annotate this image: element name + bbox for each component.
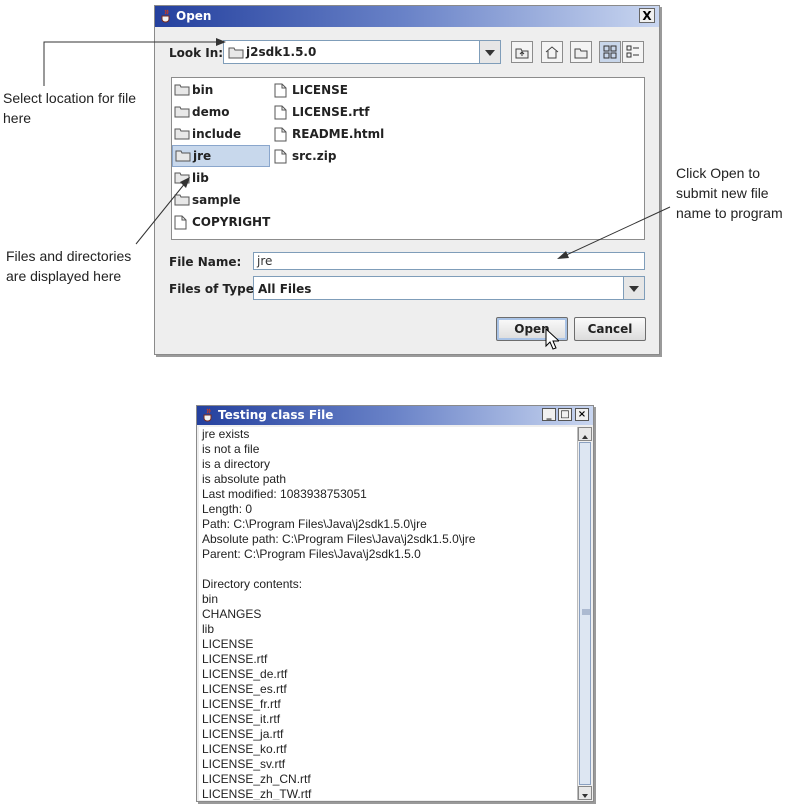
file-name-label: File Name: [169,255,242,269]
output-line: LICENSE.rtf [202,652,268,666]
file-list-item[interactable]: include [172,124,268,144]
minimize-button[interactable]: _ [542,408,556,421]
output-line: LICENSE_zh_TW.rtf [202,787,312,800]
output-line: is not a file [202,442,260,456]
list-view-button[interactable] [599,41,621,63]
output-line: Directory contents: [202,577,303,591]
scroll-down-button[interactable] [578,786,592,800]
file-list-item[interactable]: README.html [272,124,384,144]
output-line: is a directory [202,457,271,471]
look-in-label: Look In: [169,46,224,60]
file-list-item[interactable]: LICENSE [272,80,382,100]
output-line: LICENSE_fr.rtf [202,697,281,711]
output-text-area[interactable]: jre exists is not a file is a directory … [199,427,577,800]
open-dialog-title: Open [176,9,212,23]
file-list-item[interactable]: LICENSE.rtf [272,102,382,122]
output-line: LICENSE_ja.rtf [202,727,284,741]
output-line: LICENSE_ko.rtf [202,742,287,756]
close-button[interactable]: X [639,8,655,23]
chevron-down-icon [582,794,588,798]
output-line: bin [202,592,219,606]
file-icon [274,105,287,120]
file-icon [274,127,287,142]
up-one-level-icon [515,48,529,59]
testing-window-title: Testing class File [218,408,334,422]
new-folder-icon [574,48,588,59]
folder-icon [174,84,190,96]
chevron-up-icon [582,435,588,439]
java-cup-icon [203,408,212,422]
output-line: Path: C:\Program Files\Java\j2sdk1.5.0\j… [202,517,427,531]
list-view-icon [603,45,617,59]
cancel-button[interactable]: Cancel [574,317,646,341]
grip-icon [582,609,590,615]
folder-icon [174,194,190,206]
open-dialog: Open X Look In: j2sdk1.5.0 bin demo [154,5,660,355]
look-in-value: j2sdk1.5.0 [246,45,317,59]
folder-icon [228,47,244,59]
file-list-item[interactable]: bin [172,80,268,100]
vertical-scrollbar[interactable] [577,427,592,800]
file-name-field[interactable]: jre [253,252,645,270]
file-list-item-selected[interactable]: jre [172,145,270,167]
file-icon [274,83,287,98]
output-line: CHANGES [202,607,262,621]
file-list-item[interactable]: src.zip [272,146,382,166]
scrollbar-thumb[interactable] [579,442,591,785]
output-line: LICENSE_it.rtf [202,712,281,726]
file-list-item[interactable]: demo [172,102,268,122]
output-line: Length: 0 [202,502,253,516]
file-icon [274,149,287,164]
testing-window-titlebar[interactable]: Testing class File _ □ × [197,406,593,425]
file-icon [174,215,187,230]
output-line: LICENSE_sv.rtf [202,757,286,771]
up-one-level-button[interactable] [511,41,533,63]
output-line: lib [202,622,215,636]
file-list-item[interactable]: COPYRIGHT [172,212,270,232]
output-line: LICENSE_es.rtf [202,682,287,696]
chevron-down-icon[interactable] [479,41,500,63]
annotation-files-displayed: Files and directories are displayed here [6,248,132,284]
file-list[interactable]: bin demo include jre lib sample COPYRIGH… [171,77,645,240]
file-list-item[interactable]: sample [172,190,268,210]
output-line [199,562,577,577]
annotation-click-open: Click Open to submit new file name to pr… [676,165,783,221]
look-in-combo[interactable]: j2sdk1.5.0 [223,40,501,64]
home-icon [545,46,559,59]
scroll-up-button[interactable] [578,427,592,441]
output-line: Parent: C:\Program Files\Java\j2sdk1.5.0 [202,547,421,561]
output-line: jre exists [202,427,250,441]
maximize-button[interactable]: □ [558,408,572,421]
files-of-type-combo[interactable]: All Files [253,276,645,300]
folder-icon [174,106,190,118]
home-button[interactable] [541,41,563,63]
java-cup-icon [161,9,170,23]
folder-icon [174,128,190,140]
output-line: is absolute path [202,472,287,486]
output-line: LICENSE [202,637,254,651]
output-line: Absolute path: C:\Program Files\Java\j2s… [202,532,476,546]
details-view-icon [626,45,639,58]
testing-window: Testing class File _ □ × jre exists is n… [196,405,594,802]
details-view-button[interactable] [622,41,644,63]
chevron-down-icon[interactable] [623,277,644,299]
output-line: LICENSE_zh_CN.rtf [202,772,311,786]
mouse-cursor-icon [545,328,559,350]
output-line: Last modified: 1083938753051 [202,487,367,501]
open-button[interactable]: Open [496,317,568,341]
annotation-select-location: Select location for file here [3,90,137,126]
open-dialog-titlebar[interactable]: Open X [155,6,659,27]
files-of-type-label: Files of Type: [169,282,259,296]
new-folder-button[interactable] [570,41,592,63]
output-line: LICENSE_de.rtf [202,667,288,681]
folder-icon [175,150,191,162]
files-of-type-value: All Files [258,282,312,296]
close-button[interactable]: × [575,408,589,421]
